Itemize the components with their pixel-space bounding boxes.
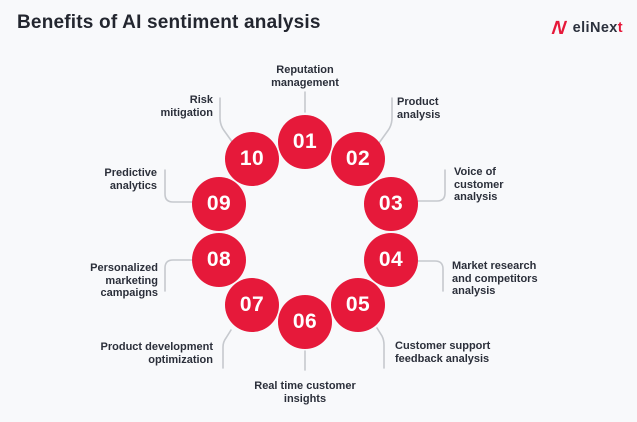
- step-circle-06: 06: [278, 295, 332, 349]
- step-circle-02: 02: [331, 132, 385, 186]
- connector-line-04: [417, 260, 444, 292]
- step-label-10: Risk mitigation: [160, 94, 213, 119]
- step-label-09: Predictive analytics: [104, 167, 157, 192]
- step-circle-08: 08: [192, 233, 246, 287]
- logo-text-ex: ex: [600, 19, 618, 36]
- step-label-02: Product analysis: [397, 96, 441, 121]
- step-label-05: Customer support feedback analysis: [395, 340, 491, 365]
- connector-line-10: [219, 97, 234, 144]
- step-label-03: Voice of customer analysis: [454, 166, 504, 203]
- step-circle-10: 10: [225, 132, 279, 186]
- logo-text-n: N: [589, 19, 601, 36]
- logo-text-t: t: [617, 19, 623, 36]
- step-label-08: Personalized marketing campaigns: [90, 262, 158, 299]
- connector-line-05: [376, 327, 385, 369]
- step-label-07: Product development optimization: [100, 341, 213, 366]
- step-circle-09: 09: [192, 177, 246, 231]
- step-label-06: Real time customer insights: [254, 380, 356, 405]
- connector-line-09: [164, 169, 198, 203]
- step-label-01: Reputation management: [271, 64, 339, 89]
- connector-line-03: [417, 169, 446, 202]
- elinext-logo-text: eliNext: [573, 21, 623, 36]
- step-circle-03: 03: [364, 177, 418, 231]
- connector-line-02: [378, 97, 393, 144]
- step-circle-07: 07: [225, 278, 279, 332]
- connector-line-08: [164, 259, 198, 292]
- step-circle-05: 05: [331, 278, 385, 332]
- connector-line-07: [222, 329, 232, 369]
- page-title: Benefits of AI sentiment analysis: [17, 12, 321, 33]
- step-circle-04: 04: [364, 233, 418, 287]
- elinext-logo: N eliNext: [550, 16, 623, 40]
- logo-text-eli: eli: [572, 19, 590, 36]
- step-label-04: Market research and competitors analysis: [452, 260, 538, 297]
- step-circle-01: 01: [278, 115, 332, 169]
